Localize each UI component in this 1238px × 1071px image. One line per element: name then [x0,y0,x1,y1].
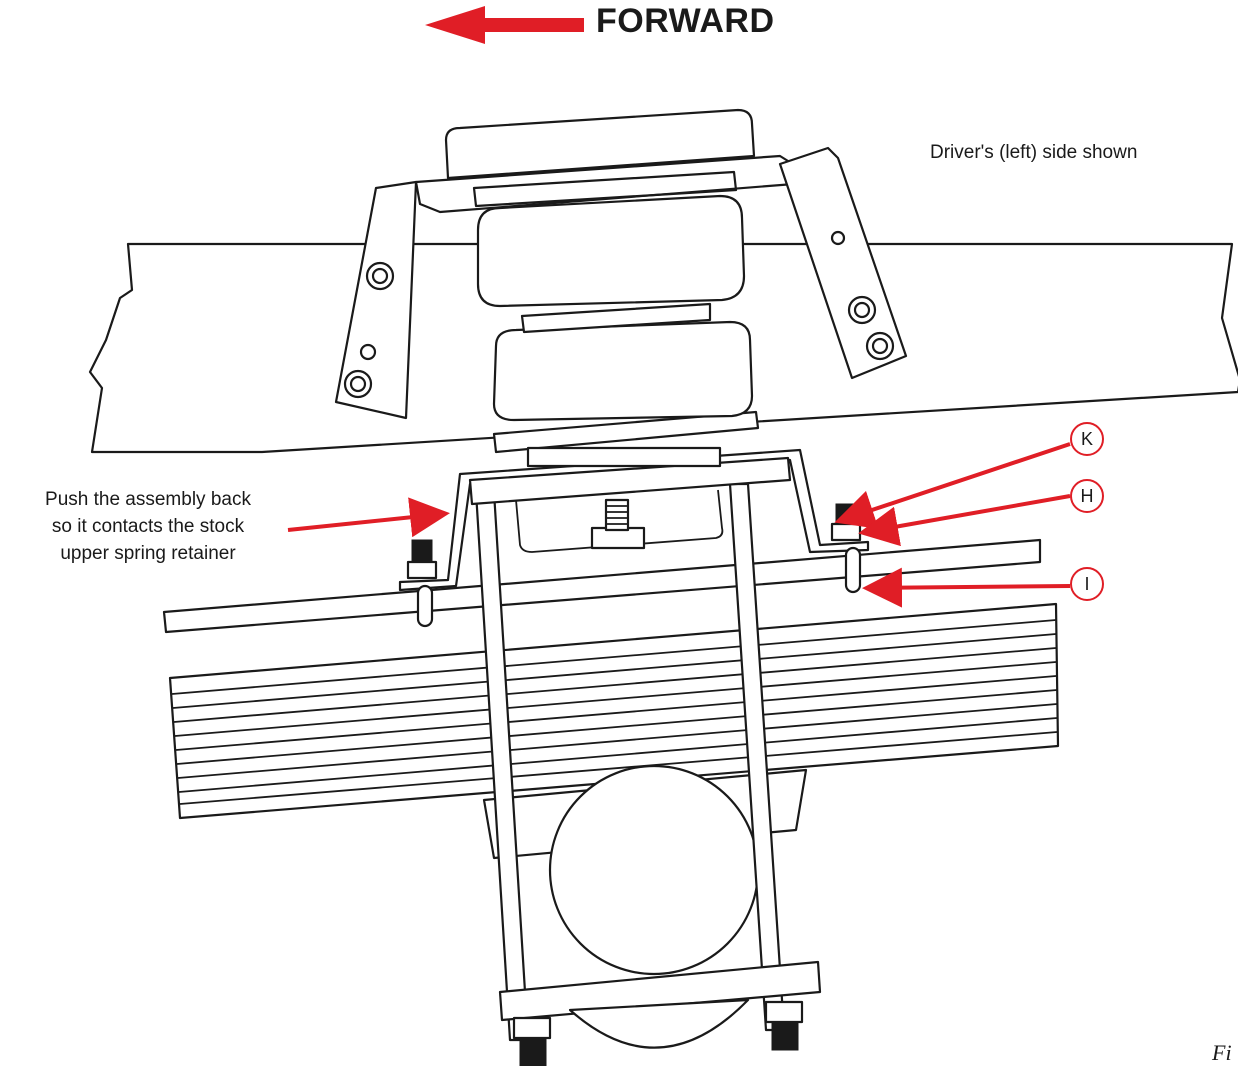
air-spring [444,108,760,468]
lower-bracket [398,448,870,592]
forward-label: FORWARD [596,2,775,40]
upper-bracket [334,146,908,420]
callout-k: K [1070,422,1104,456]
bottom-clamp-plate [498,960,822,1067]
forward-arrow-icon [425,6,584,44]
push-line-2: so it contacts the stock [51,516,245,537]
side-note: Driver's (left) side shown [930,142,1138,163]
axle-tube [548,764,760,976]
figure-label: Fi [1212,1040,1232,1065]
push-line-3: upper spring retainer [60,543,236,564]
callout-i: I [1070,567,1104,601]
leaf-spring [162,538,1060,860]
callout-h: H [1070,479,1104,513]
retainer-bolt-left [406,539,438,628]
push-instruction: Push the assembly back so it contacts th… [10,486,286,567]
callout-arrows [287,442,1071,608]
push-line-1: Push the assembly back [45,489,251,510]
